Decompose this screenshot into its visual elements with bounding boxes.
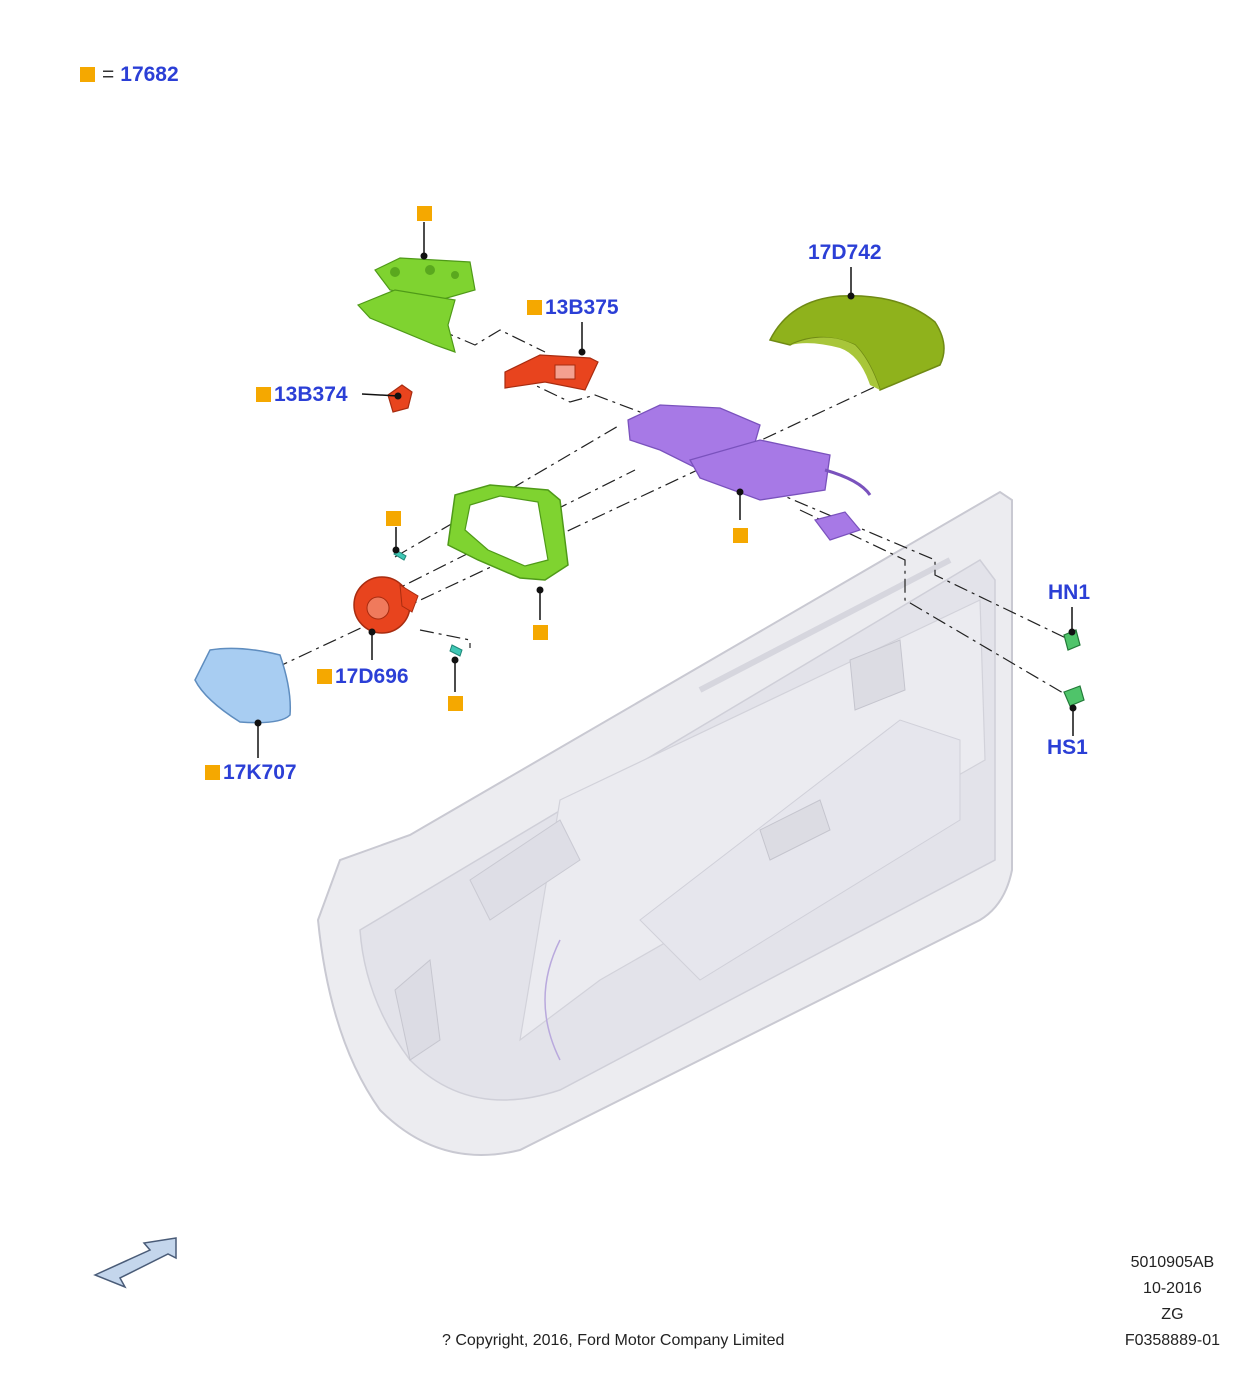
door-panel <box>316 490 1013 1156</box>
upper-green-bracket <box>356 257 476 353</box>
orientation-arrow-icon <box>93 1237 177 1289</box>
mirror-cover-part <box>768 294 945 392</box>
callout-17d742: 17D742 <box>808 241 882 264</box>
callout-13b375: 13B375 <box>527 296 619 320</box>
doc-code: ZG <box>1161 1306 1184 1323</box>
marker-square-screw-lower <box>448 696 463 711</box>
info-block: 5010905AB 10-2016 ZG F0358889-01 <box>1125 1250 1220 1354</box>
doc-date: 10-2016 <box>1143 1280 1202 1297</box>
leader-lines <box>257 222 1074 758</box>
marker-square-icon <box>317 669 332 684</box>
green-mirror-frame <box>447 484 569 581</box>
copyright-text: ? Copyright, 2016, Ford Motor Company Li… <box>442 1332 785 1349</box>
purple-mirror-base <box>627 404 872 541</box>
red-part-13b375 <box>504 354 599 391</box>
callout-13b374: 13B374 <box>256 383 348 407</box>
legend-square-icon <box>80 67 95 82</box>
marker-square-screw-upper <box>386 511 401 526</box>
marker-square-top <box>417 206 432 221</box>
callout-hn1: HN1 <box>1048 581 1091 604</box>
marker-square-icon <box>256 387 271 402</box>
red-mirror-motor <box>353 576 419 634</box>
figure-id: F0358889-01 <box>1124 1332 1220 1349</box>
marker-square-icon <box>527 300 542 315</box>
marker-square-base <box>733 528 748 543</box>
mirror-glass <box>194 647 292 724</box>
leader-dots <box>254 252 1077 727</box>
screw-hs1 <box>1063 685 1085 707</box>
marker-square-frame <box>533 625 548 640</box>
marker-square-icon <box>205 765 220 780</box>
legend: =17682 <box>80 62 179 88</box>
legend-equals: = <box>102 63 115 86</box>
legend-part-number: 17682 <box>120 63 179 86</box>
doc-number: 5010905AB <box>1130 1254 1215 1271</box>
callout-hs1: HS1 <box>1047 736 1088 759</box>
callout-17d696: 17D696 <box>317 665 409 689</box>
callout-17k707: 17K707 <box>205 761 297 785</box>
